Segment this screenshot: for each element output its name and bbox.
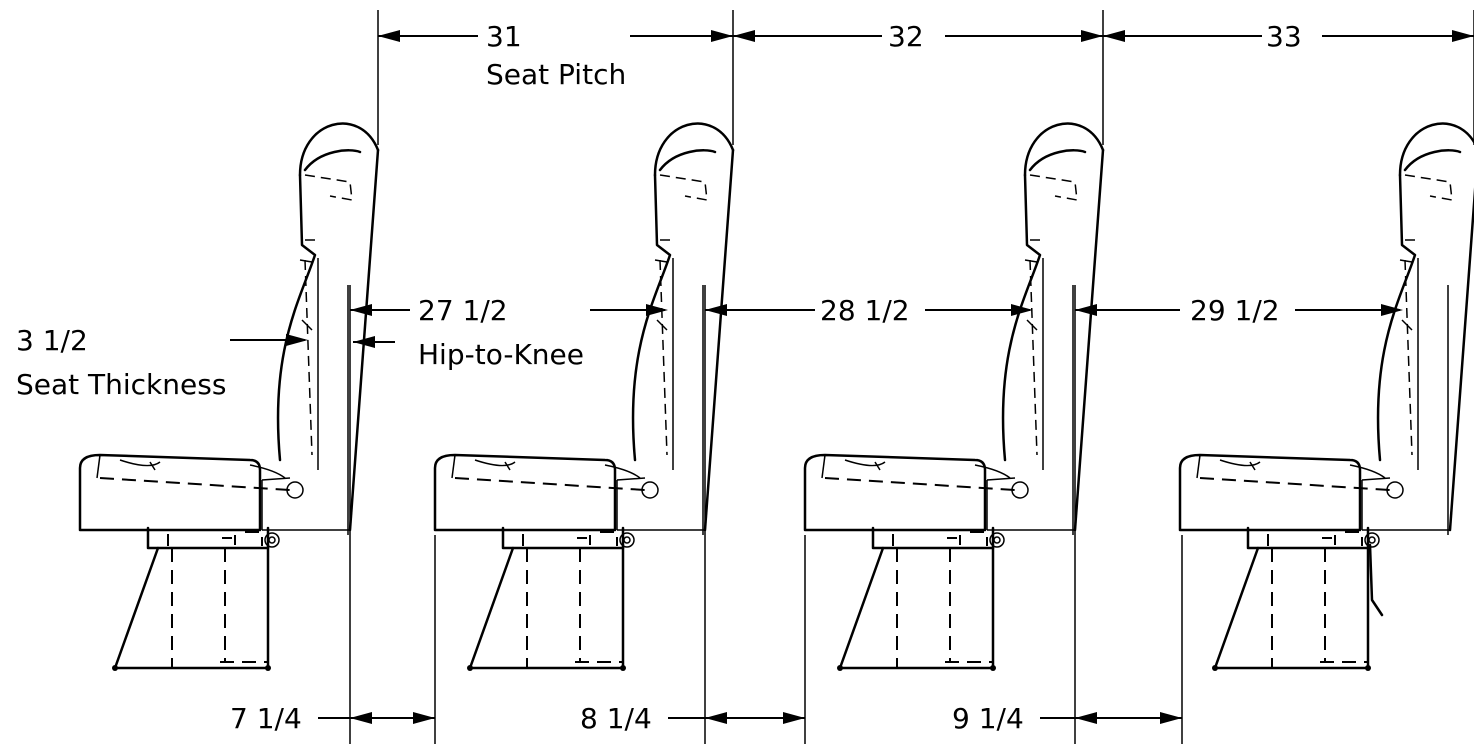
hip-to-knee-label: Hip-to-Knee <box>418 338 584 371</box>
seat-thickness-dimension <box>230 334 395 348</box>
pitch-extension-lines <box>377 10 1474 145</box>
pitch-label-1: 31 <box>486 20 522 53</box>
hip-knee-dimension-lines <box>350 304 1403 316</box>
seat-thickness-label: Seat Thickness <box>16 368 226 401</box>
hip-knee-label-3: 29 1/2 <box>1190 294 1280 327</box>
seat-3 <box>803 122 1105 673</box>
gap-extension-lines <box>434 535 1183 744</box>
gap-label-2: 8 1/4 <box>580 702 652 735</box>
gap-label-1: 7 1/4 <box>230 702 302 735</box>
gap-dimension-lines <box>318 712 1182 724</box>
seat-pitch-label: Seat Pitch <box>486 58 626 91</box>
seat-4 <box>1178 122 1474 673</box>
hip-knee-extension-lines <box>349 285 1076 744</box>
pitch-dimension-lines <box>378 30 1474 42</box>
pitch-label-2: 32 <box>888 20 924 53</box>
seat-2 <box>433 122 735 673</box>
hip-knee-label-1: 27 1/2 <box>418 294 508 327</box>
pitch-label-3: 33 <box>1266 20 1302 53</box>
gap-label-3: 9 1/4 <box>952 702 1024 735</box>
hip-knee-label-2: 28 1/2 <box>820 294 910 327</box>
seat-belt <box>1368 543 1384 617</box>
thickness-value-label: 3 1/2 <box>16 324 88 357</box>
